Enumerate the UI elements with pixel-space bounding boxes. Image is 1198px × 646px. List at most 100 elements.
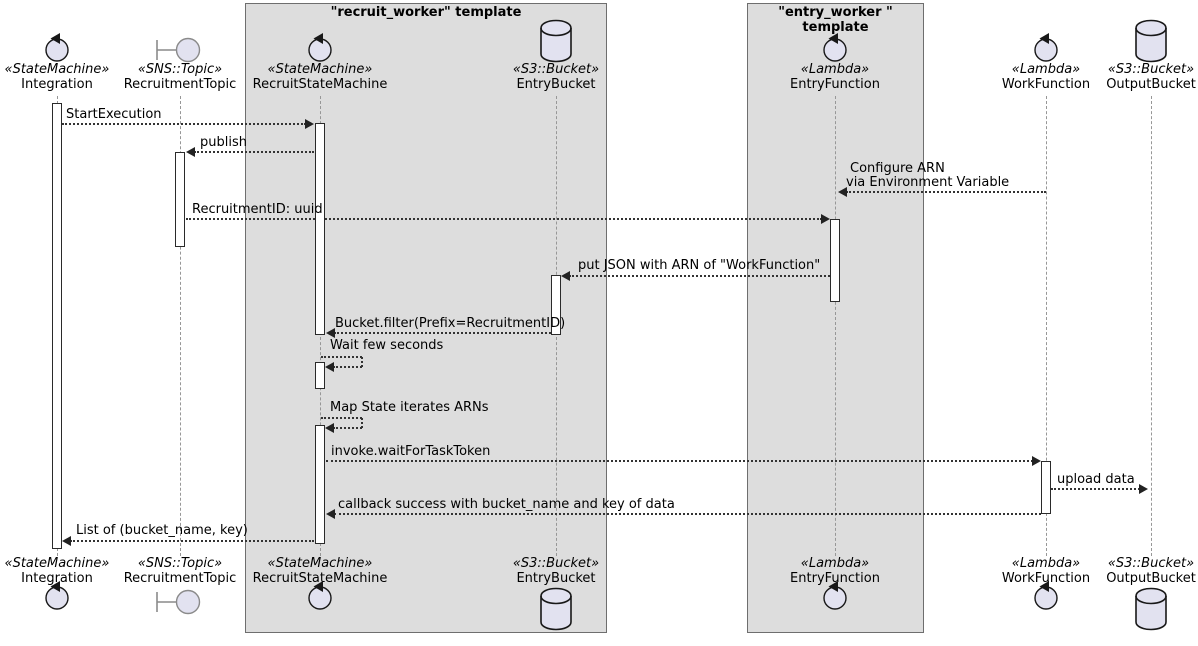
invoke-wait-arrowhead — [1032, 456, 1041, 466]
lambda-icon — [820, 32, 850, 66]
wait-few-seconds-line-right — [361, 357, 363, 367]
upload-data-line — [1051, 488, 1140, 490]
recruitment-id-line — [186, 218, 822, 220]
state-machine-icon — [42, 580, 72, 614]
work-function-stereotype: «Lambda» — [1011, 556, 1081, 571]
entry-function-lifeline — [835, 96, 836, 556]
work-function-bottom-label: «Lambda»WorkFunction — [934, 556, 1158, 586]
entry-function-name: EntryFunction — [790, 77, 880, 92]
recruitment-topic-name: RecruitmentTopic — [123, 77, 237, 92]
recruitment-topic-top-label: «SNS::Topic»RecruitmentTopic — [68, 62, 292, 92]
recruit-state-machine-stereotype: «StateMachine» — [267, 62, 373, 77]
callback-success-arrowhead — [326, 509, 335, 519]
recruitment-topic-activation — [175, 152, 185, 247]
recruitment-id-label: RecruitmentID: uuid — [192, 202, 323, 217]
lambda-icon — [1031, 32, 1061, 66]
work-function-lifeline — [1046, 96, 1047, 556]
map-state-arrowhead — [325, 423, 334, 433]
recruit-state-machine-activation — [315, 362, 325, 389]
output-bucket-top-label: «S3::Bucket»OutputBucket — [1039, 62, 1198, 92]
sns-topic-icon — [154, 585, 202, 623]
wait-few-seconds-label: Wait few seconds — [330, 338, 444, 353]
integration-name: Integration — [21, 77, 93, 92]
integration-stereotype: «StateMachine» — [4, 62, 110, 77]
recruitment-topic-bottom-label: «SNS::Topic»RecruitmentTopic — [68, 556, 292, 586]
recruit-state-machine-stereotype: «StateMachine» — [267, 556, 373, 571]
invoke-wait-label: invoke.waitForTaskToken — [331, 444, 491, 459]
entry-function-name: EntryFunction — [790, 571, 880, 586]
recruitment-topic-name: RecruitmentTopic — [123, 571, 237, 586]
callback-success-label: callback success with bucket_name and ke… — [338, 497, 675, 512]
put-json-arrowhead — [561, 271, 570, 281]
recruitment-topic-lifeline — [180, 96, 181, 556]
lambda-icon — [820, 580, 850, 614]
output-bucket-stereotype: «S3::Bucket» — [1107, 556, 1195, 571]
lambda-icon — [1031, 580, 1061, 614]
recruitment-id-arrowhead — [821, 214, 830, 224]
recruit-state-machine-bottom-label: «StateMachine»RecruitStateMachine — [208, 556, 432, 586]
entry-function-stereotype: «Lambda» — [800, 62, 870, 77]
put-json-label: put JSON with ARN of "WorkFunction" — [578, 258, 821, 273]
entry-bucket-activation — [551, 275, 561, 335]
entry-function-activation — [830, 219, 840, 302]
output-bucket-name: OutputBucket — [1106, 77, 1196, 92]
configure-arn-label-line2: via Environment Variable — [846, 175, 1010, 190]
configure-arn-label: Configure ARN — [850, 161, 945, 176]
wait-few-seconds-arrowhead — [325, 362, 334, 372]
integration-name: Integration — [21, 571, 93, 586]
invoke-wait-line — [326, 460, 1033, 462]
publish-arrowhead — [186, 147, 195, 157]
entry-function-bottom-label: «Lambda»EntryFunction — [723, 556, 947, 586]
integration-bottom-label: «StateMachine»Integration — [0, 556, 169, 586]
entry-bucket-name: EntryBucket — [516, 571, 596, 586]
work-function-name: WorkFunction — [1001, 77, 1091, 92]
integration-top-label: «StateMachine»Integration — [0, 62, 169, 92]
wait-few-seconds-line-bottom — [333, 366, 362, 368]
recruit-worker-frame — [245, 3, 607, 633]
upload-data-label: upload data — [1057, 472, 1135, 487]
bucket-filter-line — [334, 332, 551, 334]
integration-stereotype: «StateMachine» — [4, 556, 110, 571]
entry-worker-frame-title: "entry_worker " template — [778, 5, 893, 35]
output-bucket-name: OutputBucket — [1106, 571, 1196, 586]
output-bucket-lifeline — [1151, 96, 1152, 556]
work-function-top-label: «Lambda»WorkFunction — [934, 62, 1158, 92]
s3-bucket-icon — [1133, 19, 1169, 67]
entry-function-stereotype: «Lambda» — [800, 556, 870, 571]
upload-data-arrowhead — [1139, 484, 1148, 494]
recruit-state-machine-name: RecruitStateMachine — [252, 571, 388, 586]
put-json-line — [569, 275, 830, 277]
recruit-state-machine-top-label: «StateMachine»RecruitStateMachine — [208, 62, 432, 92]
entry-function-top-label: «Lambda»EntryFunction — [723, 62, 947, 92]
bucket-filter-label: Bucket.filter(Prefix=RecruitmentID) — [335, 316, 566, 331]
recruitment-topic-stereotype: «SNS::Topic» — [137, 556, 223, 571]
entry-bucket-stereotype: «S3::Bucket» — [512, 556, 600, 571]
map-state-label: Map State iterates ARNs — [330, 400, 489, 415]
recruit-state-machine-activation — [315, 425, 325, 544]
publish-label: publish — [200, 135, 247, 150]
map-state-line-right — [361, 418, 363, 428]
entry-bucket-name: EntryBucket — [516, 77, 596, 92]
state-machine-icon — [305, 580, 335, 614]
work-function-name: WorkFunction — [1001, 571, 1091, 586]
s3-bucket-icon — [538, 587, 574, 635]
entry-bucket-stereotype: «S3::Bucket» — [512, 62, 600, 77]
integration-activation — [52, 103, 62, 549]
map-state-line-top — [321, 417, 362, 419]
list-of-line — [70, 540, 314, 542]
work-function-stereotype: «Lambda» — [1011, 62, 1081, 77]
list-of-label: List of (bucket_name, key) — [76, 523, 248, 538]
s3-bucket-icon — [1133, 587, 1169, 635]
state-machine-icon — [305, 32, 335, 66]
state-machine-icon — [42, 32, 72, 66]
recruit-worker-frame-title: "recruit_worker" template — [330, 5, 522, 20]
recruit-state-machine-activation — [315, 123, 325, 335]
list-of-arrowhead — [62, 536, 71, 546]
start-execution-line — [62, 123, 306, 125]
start-execution-label: StartExecution — [66, 107, 162, 122]
output-bucket-bottom-label: «S3::Bucket»OutputBucket — [1039, 556, 1198, 586]
bucket-filter-arrowhead — [326, 328, 335, 338]
recruit-state-machine-name: RecruitStateMachine — [252, 77, 388, 92]
work-function-activation — [1041, 461, 1051, 514]
